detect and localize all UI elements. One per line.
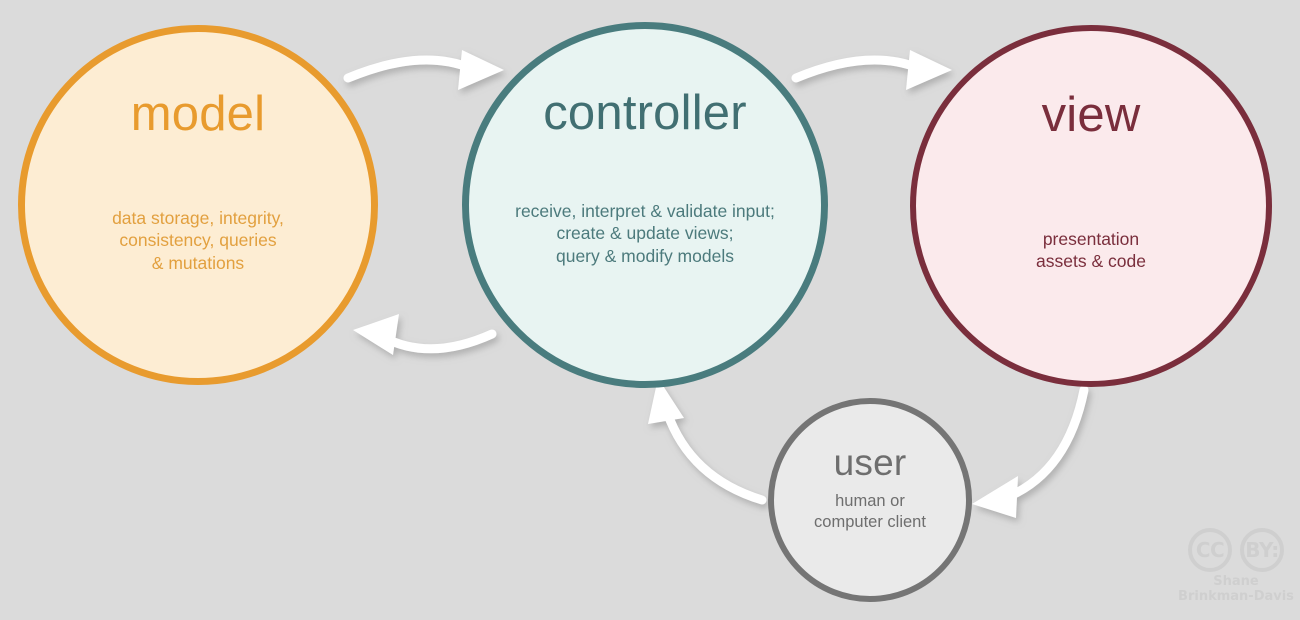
arrow-controller-to-model	[353, 314, 497, 355]
node-user[interactable]: user human or computer client	[768, 398, 972, 602]
creative-commons-icon: CC	[1188, 528, 1232, 572]
node-controller[interactable]: controller receive, interpret & validate…	[462, 22, 828, 388]
node-model-description: data storage, integrity, consistency, qu…	[112, 208, 284, 273]
node-user-title: user	[833, 442, 907, 483]
attribution-by-icon: BY:	[1240, 528, 1284, 572]
node-controller-description: receive, interpret & validate input; cre…	[515, 201, 775, 266]
node-model[interactable]: model data storage, integrity, consisten…	[18, 25, 378, 385]
node-user-description: human or computer client	[814, 492, 926, 532]
arrow-controller-to-view	[791, 50, 952, 90]
arrow-user-to-controller	[648, 378, 767, 505]
node-view-title: view	[1041, 88, 1141, 142]
arrow-view-to-user	[972, 385, 1089, 518]
cc-license-marks: CC BY:	[1188, 528, 1284, 572]
node-view[interactable]: view presentation assets & code	[910, 25, 1272, 387]
node-model-title: model	[130, 87, 266, 141]
node-controller-title: controller	[543, 86, 747, 140]
watermark-author: Shane Brinkman-Davis	[1178, 574, 1294, 604]
node-view-description: presentation assets & code	[1036, 229, 1146, 272]
creative-commons-watermark: CC BY: Shane Brinkman-Davis	[1178, 528, 1294, 604]
arrow-model-to-controller	[343, 50, 504, 90]
